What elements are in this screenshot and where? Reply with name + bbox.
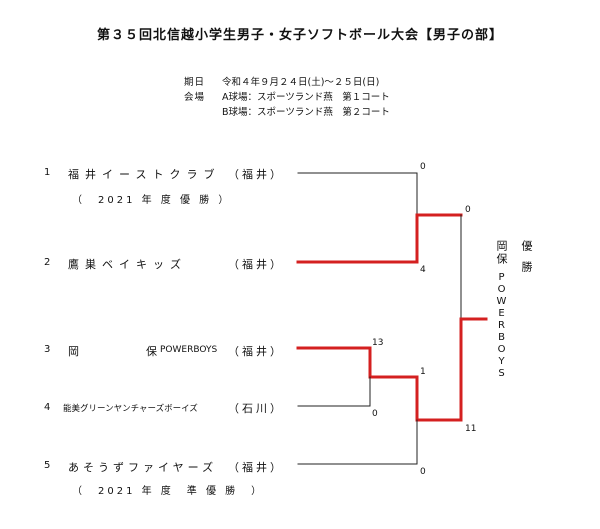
score-team3: 13 <box>372 338 384 348</box>
score-team5: 0 <box>420 467 426 477</box>
team-prefecture: （福井） <box>228 168 284 181</box>
score-team2: 4 <box>420 265 426 275</box>
team-note: （ 2021 年 度 準 優 勝 ） <box>72 486 265 497</box>
champion-name-japanese: 岡保 <box>495 240 508 266</box>
team-prefecture: （福井） <box>228 258 284 271</box>
seed-number: 1 <box>44 167 51 178</box>
bracket-line-sf-winner <box>415 375 463 422</box>
seed-number: 3 <box>44 344 51 355</box>
team-prefecture: （福井） <box>228 461 284 474</box>
bracket-line-team3-winner <box>296 346 419 379</box>
team-name: 能美グリーンヤンチャーズボーイズ <box>63 404 198 414</box>
bracket-line-final-winner <box>459 317 488 422</box>
bracket-line-team5 <box>297 419 418 465</box>
team-name: 鷹巣ベイキッズ <box>68 258 187 271</box>
venue-b: B球場：スポーツランド燕 第２コート <box>222 107 390 118</box>
bracket-line-team1 <box>297 172 418 216</box>
team-name: 福井イーストクラブ <box>68 168 221 181</box>
date-label: 期日 <box>184 77 206 88</box>
score-final-bottom: 11 <box>465 424 477 434</box>
date-value: 令和４年９月２４日(土)～２５日(日) <box>222 77 380 88</box>
champion-title: 優勝 <box>520 240 533 282</box>
score-team4: 0 <box>372 409 378 419</box>
venue-a: A球場：スポーツランド燕 第１コート <box>222 92 390 103</box>
score-team1: 0 <box>420 162 426 172</box>
team-name-english: POWERBOYS <box>160 345 218 355</box>
seed-number: 5 <box>44 460 51 471</box>
venue-label: 会場 <box>184 92 206 103</box>
team-name: あそうずファイヤーズ <box>68 461 218 474</box>
team-prefecture: （福井） <box>228 345 284 358</box>
team-prefecture: （石川） <box>228 402 284 415</box>
score-final-top: 0 <box>465 205 471 215</box>
seed-number: 2 <box>44 257 51 268</box>
page-title: 第３５回北信越小学生男子・女子ソフトボール大会【男子の部】 <box>96 28 503 43</box>
team-note: （ 2021 年 度 優 勝 ） <box>72 195 232 206</box>
bracket-line-team2-winner <box>296 213 463 264</box>
score-semifinal-winner: 1 <box>420 367 426 377</box>
champion-name-english: POWERBOYS <box>496 272 507 380</box>
seed-number: 4 <box>44 402 51 413</box>
team-name-japanese: 岡 保 <box>68 345 185 358</box>
bracket-line-team4 <box>297 376 371 407</box>
